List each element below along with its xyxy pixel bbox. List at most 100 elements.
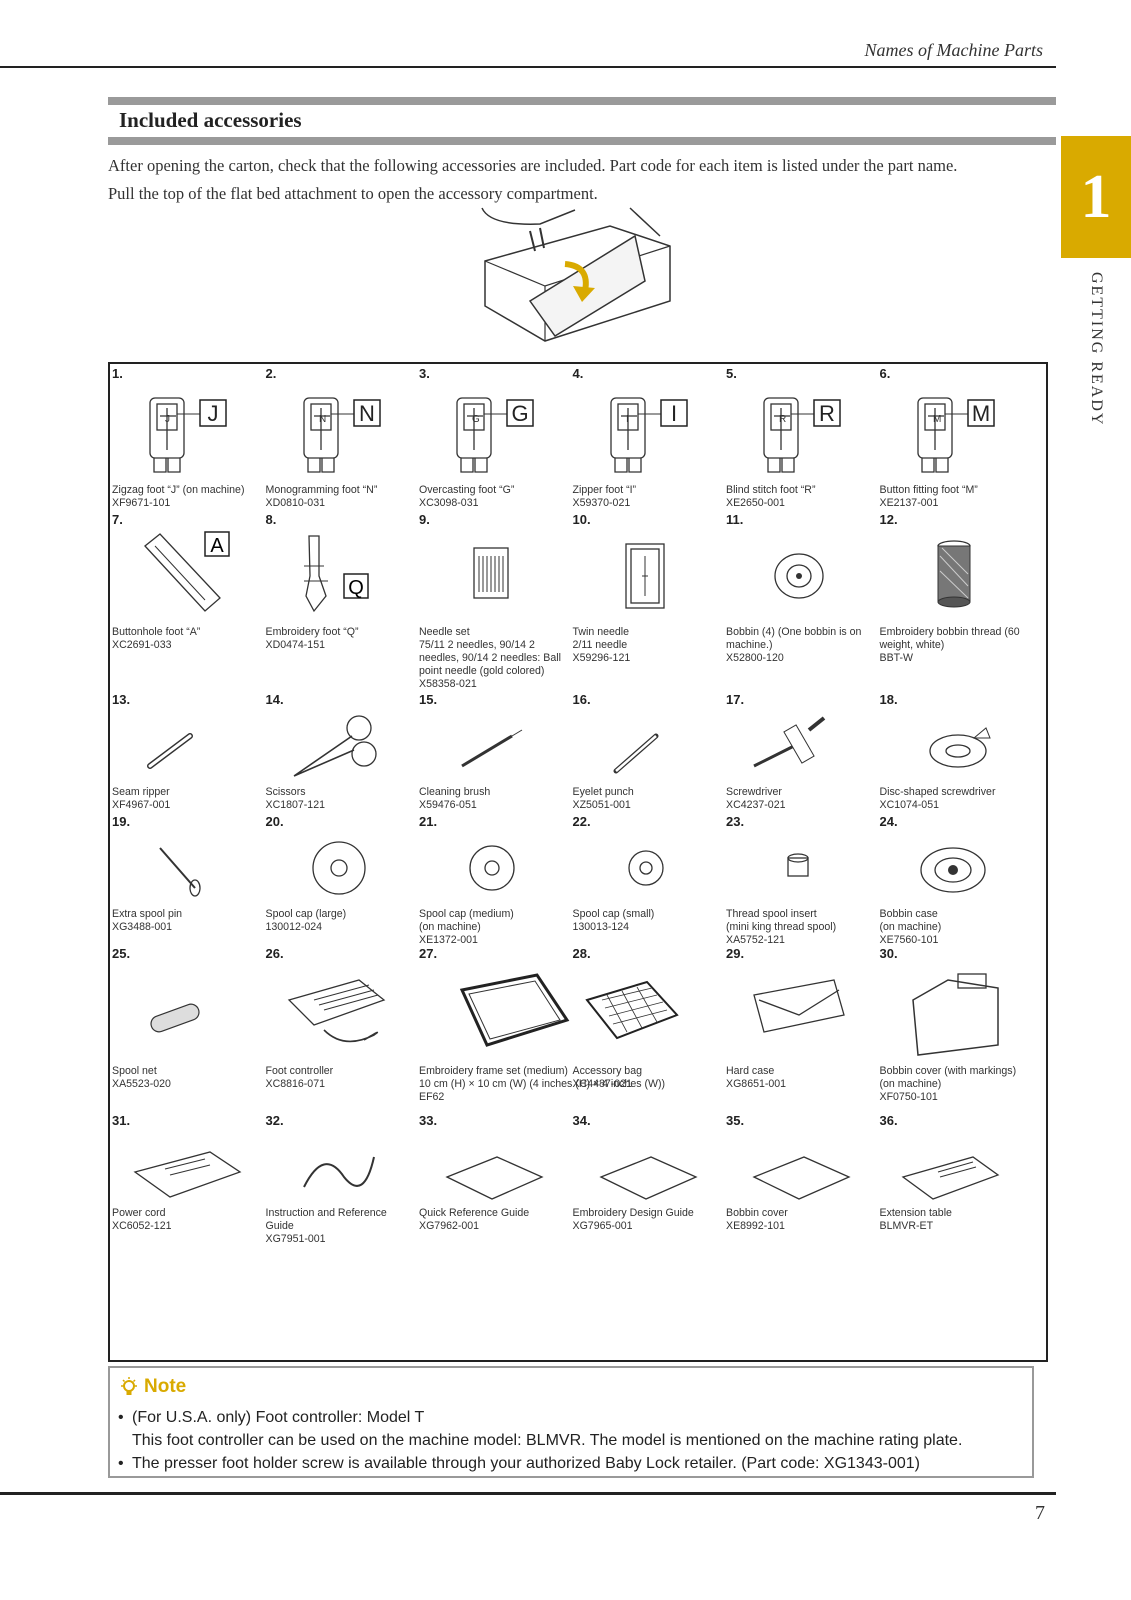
item-number: 23.	[726, 814, 745, 829]
item-number: 18.	[879, 692, 898, 707]
item-number: 12.	[879, 512, 898, 527]
item-number: 25.	[112, 946, 131, 961]
running-head: Names of Machine Parts	[864, 40, 1043, 60]
page-number: 7	[1035, 1502, 1045, 1524]
item-caption-line: (on machine)	[419, 921, 481, 933]
item-caption-line: Extension table	[879, 1207, 952, 1219]
item-caption-line: XA5523-020	[112, 1078, 171, 1090]
item-caption-line: Disc-shaped screwdriver	[879, 786, 996, 798]
item-caption: Buttonhole foot “A”XC2691-033	[112, 626, 266, 652]
item-caption-line: XE8992-101	[726, 1220, 785, 1232]
item-illustration: Q	[264, 526, 420, 631]
item-illustration	[110, 828, 266, 913]
item-number: 9.	[419, 512, 430, 527]
item-caption-line: (mini king thread spool)	[726, 921, 837, 933]
item-caption-line: XC4487-021	[572, 1078, 633, 1090]
item-number: 19.	[112, 814, 131, 829]
item-caption: Bobbin case(on machine)XE7560-101	[880, 908, 1034, 947]
item-caption-line: BLMVR-ET	[879, 1220, 934, 1232]
item-number: 3.	[419, 366, 430, 381]
item-caption-line: Monogramming foot “N”	[265, 484, 378, 496]
item-number: 35.	[726, 1113, 745, 1128]
item-caption-line: Thread spool insert	[726, 908, 817, 920]
item-caption-line: XF9671-101	[112, 497, 171, 509]
item-caption: Zipper foot “I”X59370-021	[573, 484, 727, 510]
item-caption: Embroidery frame set (medium)10 cm (H) ×…	[419, 1065, 719, 1104]
item-number: 10.	[572, 512, 591, 527]
section-bar-bottom	[108, 137, 1056, 145]
item-caption-line: Needle set	[419, 626, 470, 638]
item-caption-line: XF0750-101	[879, 1091, 938, 1103]
svg-text:N: N	[359, 401, 375, 426]
intro-line: Pull the top of the flat bed attachment …	[108, 184, 598, 203]
item-number: 6.	[879, 366, 891, 381]
item-illustration	[571, 960, 727, 1070]
item-caption-line: Eyelet punch	[572, 786, 634, 798]
item-caption-line: Embroidery Design Guide	[572, 1207, 694, 1219]
item-caption: Bobbin cover (with markings)(on machine)…	[880, 1065, 1034, 1104]
item-caption-line: Bobbin case	[879, 908, 938, 920]
item-number: 27.	[419, 946, 438, 961]
item-caption-line: Seam ripper	[112, 786, 170, 798]
item-caption-line: (on machine)	[879, 921, 942, 933]
item-illustration	[264, 1127, 420, 1212]
item-illustration	[571, 1127, 727, 1212]
item-caption-line: XG7965-001	[572, 1220, 633, 1232]
item-caption-line: 130012-024	[265, 921, 323, 933]
item-caption-line: needles, 90/14 2 needles: Ball	[419, 652, 561, 664]
item-caption-line: Bobbin cover	[726, 1207, 788, 1219]
svg-text:J: J	[165, 414, 170, 425]
item-number: 16.	[572, 692, 591, 707]
item-caption-line: X58358-021	[419, 678, 477, 690]
item-caption-line: Zigzag foot “J” (on machine)	[112, 484, 245, 496]
item-caption-line: Scissors	[265, 786, 306, 798]
item-number: 24.	[879, 814, 898, 829]
item-caption-line: Overcasting foot “G”	[419, 484, 515, 496]
item-illustration	[417, 960, 717, 1070]
item-caption-line: XE7560-101	[879, 934, 939, 946]
item-caption-line: Guide	[265, 1220, 294, 1232]
item-number: 14.	[265, 692, 284, 707]
item-caption-line: XG7962-001	[419, 1220, 480, 1232]
lightbulb-icon	[121, 1377, 137, 1395]
svg-text:Q: Q	[348, 577, 364, 599]
item-caption-line: weight, white)	[879, 639, 945, 651]
item-caption-line: 75/11 2 needles, 90/14 2	[419, 639, 535, 651]
item-caption: Thread spool insert(mini king thread spo…	[726, 908, 880, 947]
item-caption-line: Embroidery frame set (medium)	[419, 1065, 568, 1077]
item-caption-line: XC2691-033	[112, 639, 172, 651]
svg-text:M: M	[971, 401, 989, 426]
item-number: 32.	[265, 1113, 284, 1128]
item-number: 33.	[419, 1113, 438, 1128]
item-illustration	[110, 960, 266, 1070]
item-caption-line: BBT-W	[879, 652, 914, 664]
item-caption-line: Button fitting foot “M”	[879, 484, 978, 496]
item-caption-line: XC1074-051	[879, 799, 940, 811]
item-illustration	[724, 526, 880, 631]
item-caption-line: Bobbin (4) (One bobbin is on	[726, 626, 862, 638]
item-number: 15.	[419, 692, 438, 707]
item-caption-line: Spool cap (medium)	[419, 908, 514, 920]
item-number: 11.	[726, 512, 744, 527]
item-caption-line: Embroidery foot “Q”	[265, 626, 359, 638]
item-caption-line: X59296-121	[572, 652, 631, 664]
item-caption-line: Instruction and Reference	[265, 1207, 387, 1219]
item-illustration	[417, 526, 573, 631]
note-item: The presser foot holder screw is availab…	[118, 1452, 1024, 1475]
